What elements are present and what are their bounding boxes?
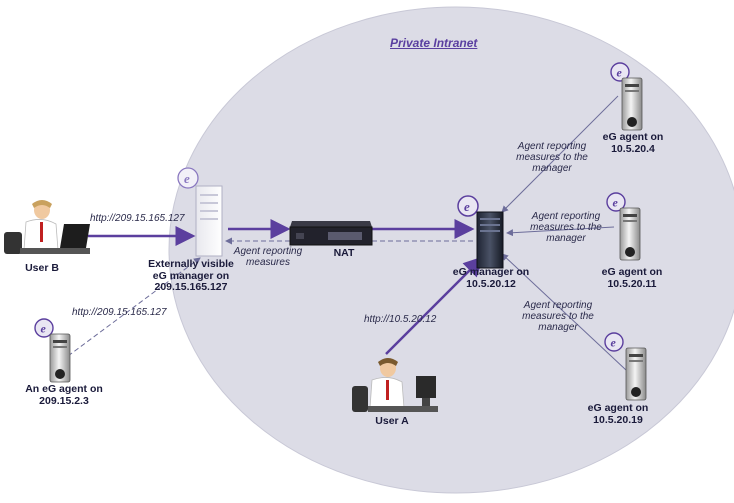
- svg-text:e: e: [613, 196, 619, 210]
- external-agent-pc: e: [34, 318, 71, 383]
- eg-logo-icon: [34, 318, 54, 338]
- manager-label: eG manager on 10.5.20.12: [452, 266, 530, 290]
- eg-logo-icon: [457, 195, 479, 217]
- eg-logo-icon: [177, 167, 199, 189]
- user-b-label: User B: [25, 262, 59, 274]
- monitor-icon: [416, 376, 436, 398]
- agent-pc-10-5-20-19: e: [604, 332, 647, 401]
- agent-3-reporting-label: Agent reporting measures to the manager: [522, 300, 594, 333]
- user-b-figure: [4, 200, 90, 254]
- link-ext-agent-to-ext-manager: [67, 257, 201, 357]
- agent-pc-10-5-20-11: e: [606, 192, 641, 261]
- link-user-a-to-manager: [385, 256, 484, 355]
- eg-logo-icon: [610, 62, 630, 82]
- agent-1-label: eG agent on 10.5.20.4: [602, 131, 664, 155]
- region-title: Private Intranet: [390, 36, 478, 50]
- external-eg-manager-server: e: [177, 167, 223, 257]
- svg-text:e: e: [611, 336, 617, 350]
- chair-icon: [4, 232, 22, 254]
- nat-device: [289, 221, 373, 246]
- agent-pc-10-5-20-4: e: [610, 62, 643, 131]
- nat-reporting-label: Agent reporting measures: [233, 246, 303, 268]
- svg-text:e: e: [617, 66, 623, 80]
- link-agent-1-to-manager: [501, 95, 619, 213]
- ext-manager-label: Externally visible eG manager on 209.15.…: [148, 258, 234, 294]
- link-agent-3-to-manager: [501, 253, 627, 371]
- agent-2-label: eG agent on 10.5.20.11: [601, 266, 663, 290]
- eg-logo-icon: [606, 192, 626, 212]
- laptop-icon: [60, 224, 90, 248]
- links: [67, 95, 627, 371]
- svg-text:e: e: [41, 322, 47, 336]
- svg-text:e: e: [184, 171, 190, 186]
- url-user-a: http://10.5.20.12: [364, 314, 437, 325]
- eg-manager-server: e: [457, 195, 504, 269]
- eg-logo-icon: [604, 332, 624, 352]
- user-a-figure: [352, 358, 438, 412]
- server-icon: [476, 211, 504, 269]
- svg-text:e: e: [464, 199, 470, 214]
- server-icon: [195, 185, 223, 257]
- chair-icon: [352, 386, 368, 412]
- external-agent-label: An eG agent on 209.15.2.3: [25, 383, 103, 407]
- agent-1-reporting-label: Agent reporting measures to the manager: [516, 141, 588, 174]
- agent-3-label: eG agent on 10.5.20.19: [587, 402, 649, 426]
- url-user-b: http://209.15.165.127: [90, 213, 185, 224]
- url-ext-agent: http://209.15.165.127: [72, 307, 167, 318]
- link-agent-2-to-manager: [506, 226, 615, 237]
- user-a-label: User A: [375, 415, 409, 427]
- nat-label: NAT: [333, 247, 355, 259]
- agent-2-reporting-label: Agent reporting measures to the manager: [530, 211, 602, 244]
- private-intranet-region: [168, 6, 734, 494]
